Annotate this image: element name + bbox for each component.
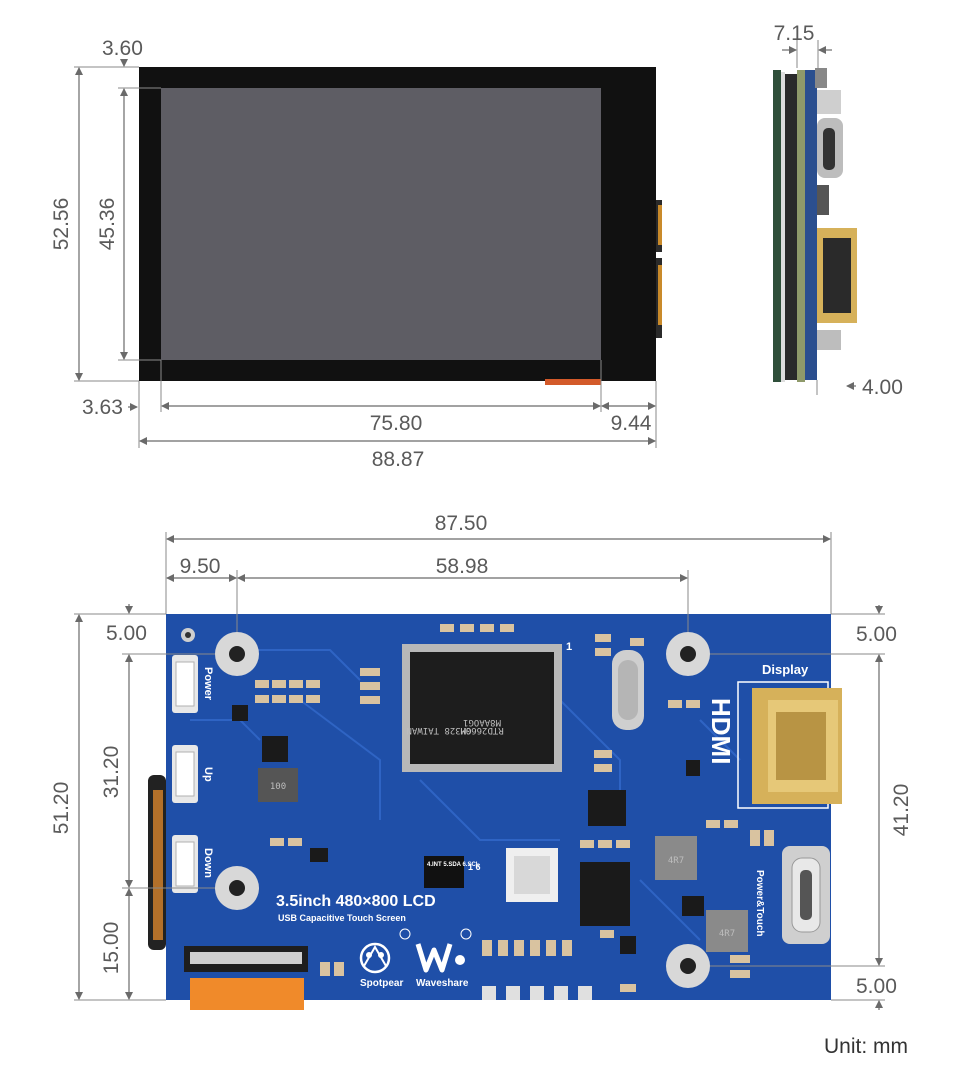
dim-inner-width: 75.80: [370, 412, 423, 435]
fpc-tail: [545, 379, 601, 385]
spotpear-logo: [359, 928, 411, 974]
dim-top-hole-offset-left: 5.00: [106, 622, 147, 645]
label-display: Display: [762, 662, 809, 677]
ic-components: [232, 705, 704, 954]
inductor-4r7-top: 4R7: [655, 836, 697, 880]
dim-total-height: 51.20: [50, 782, 73, 835]
chip-line-3: GM328 TAIWAN: [406, 725, 471, 735]
dim-outer-width: 88.87: [372, 448, 425, 471]
dim-bottom-side: 4.00: [862, 376, 903, 399]
flex-tail-top: [652, 200, 662, 252]
screen-active-area: [161, 88, 601, 360]
dim-bottom-hole-offset-right: 5.00: [856, 975, 897, 998]
ffc-pin-numbers: 1 6: [468, 862, 481, 872]
dim-bottom-offset: 3.63: [82, 396, 123, 419]
dim-total-width: 87.50: [435, 512, 488, 535]
dim-hole-spacing-y-right: 41.20: [890, 784, 913, 837]
dim-top-offset: 3.60: [102, 37, 143, 60]
svg-text:4R7: 4R7: [719, 929, 735, 939]
dim-inner-height: 45.36: [96, 198, 119, 251]
dim-top-hole-offset-right: 5.00: [856, 623, 897, 646]
button-up[interactable]: [172, 745, 198, 803]
bottom-pads: [482, 986, 592, 1000]
pin-one-mark: 1: [566, 641, 572, 653]
unit-label: Unit: mm: [824, 1035, 908, 1058]
side-lcd: [785, 74, 797, 380]
dim-right-margin: 9.44: [611, 412, 652, 435]
product-subtitle: USB Capacitive Touch Screen: [278, 913, 406, 923]
waveshare-logo: [415, 928, 472, 973]
chip-line-1: RTD2660H: [460, 725, 503, 735]
brand-waveshare: Waveshare: [416, 978, 469, 989]
main-chip: GM328 TAIWAN M8AAOG1 RTD2660H: [402, 644, 562, 772]
dim-hole-offset-x: 9.50: [180, 555, 221, 578]
product-title: 3.5inch 480×800 LCD: [276, 893, 436, 910]
side-glass: [773, 70, 781, 382]
label-hdmi: HDMI: [706, 698, 736, 764]
usb-c-port[interactable]: [782, 846, 830, 944]
back-view: Power Up Down GM328 TAIWAN M8AAOG1 RTD26…: [50, 512, 913, 1010]
mounting-holes: [181, 628, 710, 988]
dim-hole-spacing-y-left: 31.20: [100, 746, 123, 799]
side-view: 7.15 4.00: [773, 22, 903, 399]
svg-text:4R7: 4R7: [668, 856, 684, 866]
brand-spotpear: Spotpear: [360, 978, 403, 989]
label-power-touch: Power&Touch: [754, 870, 765, 936]
dim-thickness: 7.15: [774, 22, 815, 45]
hdmi-port[interactable]: [752, 688, 842, 804]
dim-outer-height: 52.56: [50, 198, 73, 251]
svg-text:100: 100: [270, 782, 286, 792]
label-down: Down: [202, 848, 214, 878]
front-view: 52.56 45.36 3.60 3.63 75.80 9.44 88.87: [50, 37, 662, 471]
inductor-4r7-bottom: 4R7: [706, 910, 748, 952]
ffc-pin-label: 4.INT 5.SDA 6.SCL: [427, 862, 480, 868]
button-down[interactable]: [172, 835, 198, 893]
flex-tail-bottom: [652, 258, 662, 338]
dim-bottom-offset-left: 15.00: [100, 922, 123, 975]
label-power: Power: [202, 667, 214, 701]
lcd-ffc-cable: [190, 978, 304, 1010]
smd-components: [255, 624, 810, 992]
button-power[interactable]: [172, 655, 198, 713]
chip-line-2: M8AAOG1: [463, 717, 501, 727]
dim-hole-spacing-x: 58.98: [436, 555, 489, 578]
inductor-100: 100: [258, 768, 298, 802]
side-pcb: [797, 70, 805, 382]
label-up: Up: [202, 767, 214, 782]
